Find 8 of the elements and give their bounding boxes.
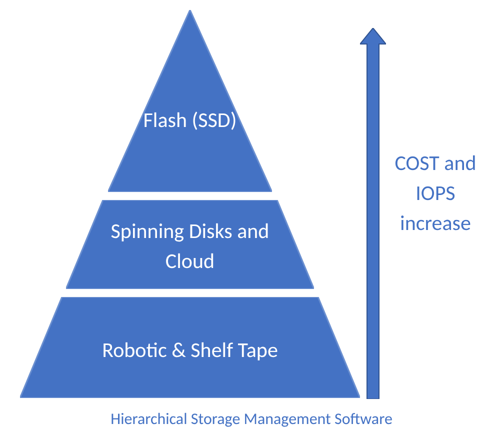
caption: Hierarchical Storage Management Software (110, 409, 394, 431)
pyramid-tier (108, 10, 272, 192)
tier-label: Flash (SSD) (142, 106, 238, 135)
pyramid-tier (20, 297, 360, 398)
axis-note: COST and IOPS increase (394, 149, 478, 238)
tier-label: Spinning Disks and Cloud (110, 217, 270, 276)
tier-label: Robotic & Shelf Tape (101, 336, 279, 365)
pyramid-tier (66, 200, 314, 289)
